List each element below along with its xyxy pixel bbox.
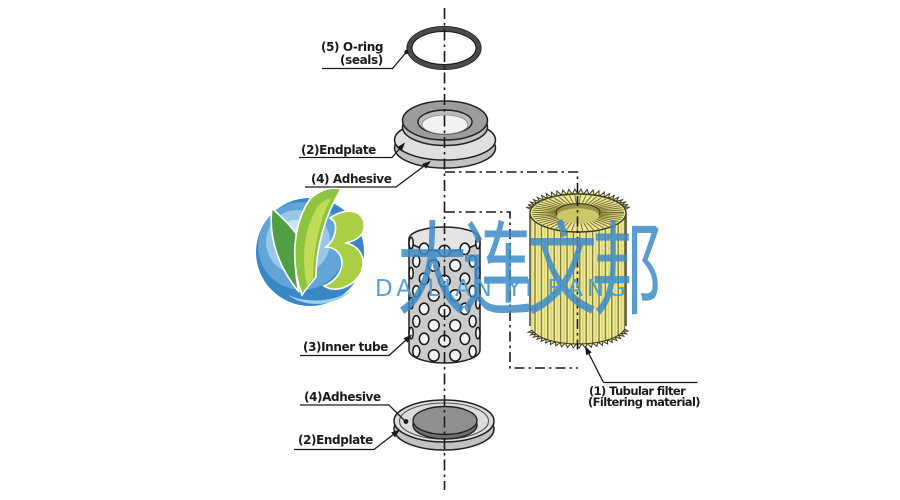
axis-connector-bottom <box>445 211 578 369</box>
label-oring-line1: (5) O-ring <box>321 40 384 54</box>
leader-arrowheads <box>391 142 592 438</box>
dalian-yibang-logo <box>256 187 365 306</box>
label-filter-line2: (Filtering material) <box>588 395 701 409</box>
watermark-cjk-text: 大连文邦 <box>397 212 662 331</box>
label-adhesive-bottom: (4)Adhesive <box>304 390 381 404</box>
watermark-latin-text: DA LIAN YI BANG <box>375 276 630 302</box>
tubular-filter-shape <box>525 187 631 352</box>
label-endplate-top: (2)Endplate <box>301 143 376 157</box>
leader-lines <box>294 52 698 451</box>
label-filter-line1: (1) Tubular filter <box>589 384 686 398</box>
axis-connector-top <box>445 171 579 196</box>
endplate-top-shape <box>393 100 497 169</box>
leader-dot-oring <box>404 49 409 55</box>
label-adhesive-top: (4) Adhesive <box>311 172 392 186</box>
label-endplate-bottom: (2)Endplate <box>298 433 373 447</box>
leader-dot-adhesive <box>403 419 409 424</box>
label-inner-tube: (3)Inner tube <box>303 340 388 354</box>
label-oring-line2: (seals) <box>340 53 383 67</box>
